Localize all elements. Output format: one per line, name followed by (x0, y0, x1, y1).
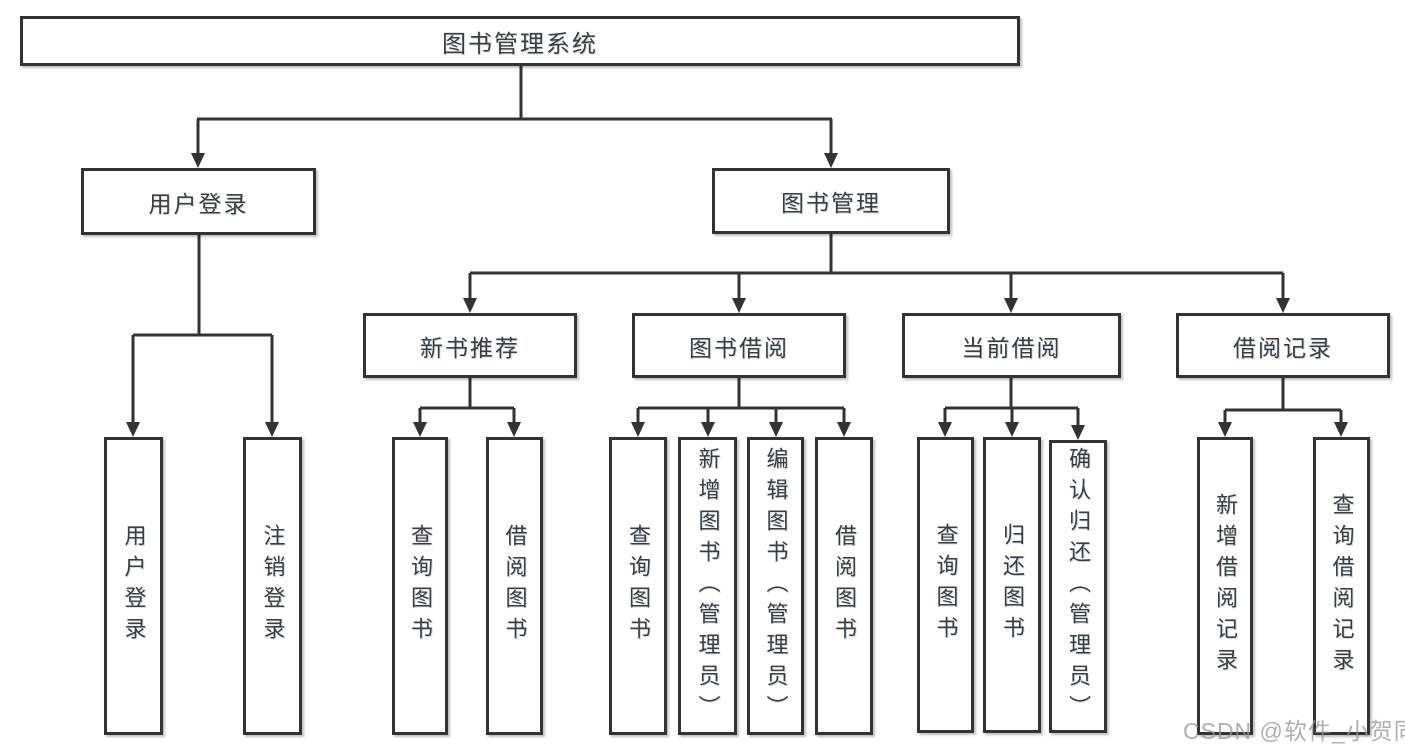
leaf-add-books-admin: 新增图书（管理员） (678, 437, 737, 735)
leaf-borrow-books-borrowing: 借阅图书 (815, 437, 873, 735)
leaf-logout: 注销登录 (243, 437, 302, 735)
leaf-logout-label: 注销登录 (260, 524, 286, 648)
node-book-borrowing-label: 图书借阅 (689, 334, 789, 361)
leaf-query-books-borrowing: 查询图书 (609, 437, 667, 735)
node-borrowing-records: 借阅记录 (1176, 313, 1390, 378)
leaf-edit-books-admin: 编辑图书（管理员） (747, 437, 804, 735)
leaf-confirm-return-admin-label: 确认归还（管理员） (1066, 447, 1091, 726)
leaf-return-books: 归还图书 (983, 437, 1041, 733)
leaf-borrow-books-recommend: 借阅图书 (486, 437, 543, 735)
leaf-add-borrow-record-label: 新增借阅记录 (1213, 493, 1238, 679)
node-root-label: 图书管理系统 (442, 30, 598, 58)
node-new-book-recommend-label: 新书推荐 (420, 334, 520, 361)
leaf-add-books-admin-label: 新增图书（管理员） (695, 446, 721, 726)
leaf-query-books-current-label: 查询图书 (933, 523, 959, 647)
leaf-query-books-borrowing-label: 查询图书 (626, 524, 651, 648)
node-current-borrowing: 当前借阅 (902, 313, 1121, 378)
leaf-edit-books-admin-label: 编辑图书（管理员） (763, 446, 789, 726)
node-new-book-recommend: 新书推荐 (363, 313, 577, 378)
leaf-query-borrow-record-label: 查询借阅记录 (1329, 493, 1355, 679)
node-book-borrowing: 图书借阅 (632, 313, 846, 378)
leaf-query-books-recommend: 查询图书 (392, 437, 448, 735)
node-book-management: 图书管理 (712, 168, 950, 234)
connector-lines (131, 66, 1343, 426)
node-book-management-label: 图书管理 (781, 190, 881, 216)
leaf-user-login: 用户登录 (104, 437, 163, 735)
leaf-add-borrow-record: 新增借阅记录 (1197, 437, 1253, 735)
leaf-borrow-books-borrowing-label: 借阅图书 (832, 524, 857, 648)
leaf-query-borrow-record: 查询借阅记录 (1313, 437, 1370, 735)
node-borrowing-records-label: 借阅记录 (1233, 334, 1333, 361)
leaf-query-books-recommend-label: 查询图书 (408, 524, 433, 648)
leaf-confirm-return-admin: 确认归还（管理员） (1049, 440, 1107, 733)
node-current-borrowing-label: 当前借阅 (961, 334, 1062, 361)
csdn-watermark: CSDN @软件_小贺同学 (1183, 718, 1405, 744)
leaf-query-books-current: 查询图书 (917, 437, 974, 733)
leaf-borrow-books-recommend-label: 借阅图书 (502, 524, 528, 648)
node-user-login-label: 用户登录 (148, 190, 249, 217)
node-user-login: 用户登录 (81, 168, 316, 235)
node-root-system: 图书管理系统 (20, 16, 1020, 66)
leaf-return-books-label: 归还图书 (1000, 523, 1025, 647)
leaf-user-login-label: 用户登录 (121, 524, 147, 648)
